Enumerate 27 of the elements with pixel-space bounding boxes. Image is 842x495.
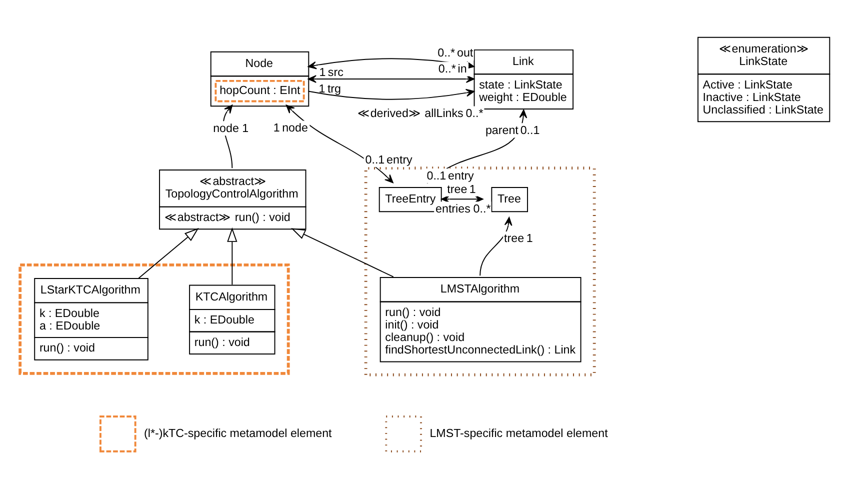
label: ≪derived≫ allLinks bbox=[357, 107, 464, 120]
label: 0..1 bbox=[520, 124, 540, 137]
label: 0..* bbox=[473, 202, 491, 216]
label: 1 bbox=[242, 122, 249, 135]
label: 1 bbox=[469, 182, 476, 196]
label: entry bbox=[386, 153, 412, 166]
label: 1 bbox=[273, 121, 280, 134]
label: 0..* bbox=[438, 46, 456, 60]
label: parent bbox=[485, 124, 518, 137]
label: 0..1 bbox=[426, 169, 446, 182]
label: 0..* bbox=[438, 62, 456, 76]
label: tree bbox=[504, 232, 524, 246]
label: out bbox=[457, 46, 474, 60]
label: tree bbox=[447, 182, 468, 196]
label: node bbox=[213, 122, 239, 135]
label: 1 bbox=[318, 82, 326, 96]
label: in bbox=[458, 62, 467, 76]
label: src bbox=[328, 66, 344, 80]
label: 0..1 bbox=[365, 153, 385, 166]
label: 0..* bbox=[466, 107, 484, 120]
label: 1 bbox=[526, 232, 533, 246]
label: 1 bbox=[319, 66, 326, 80]
label: trg bbox=[327, 82, 342, 96]
legend-label: (l*-)kTC-specific metamodel element bbox=[144, 426, 332, 440]
label: entry bbox=[448, 169, 474, 182]
label: node bbox=[282, 121, 308, 134]
legend-label: LMST-specific metamodel element bbox=[430, 426, 608, 440]
